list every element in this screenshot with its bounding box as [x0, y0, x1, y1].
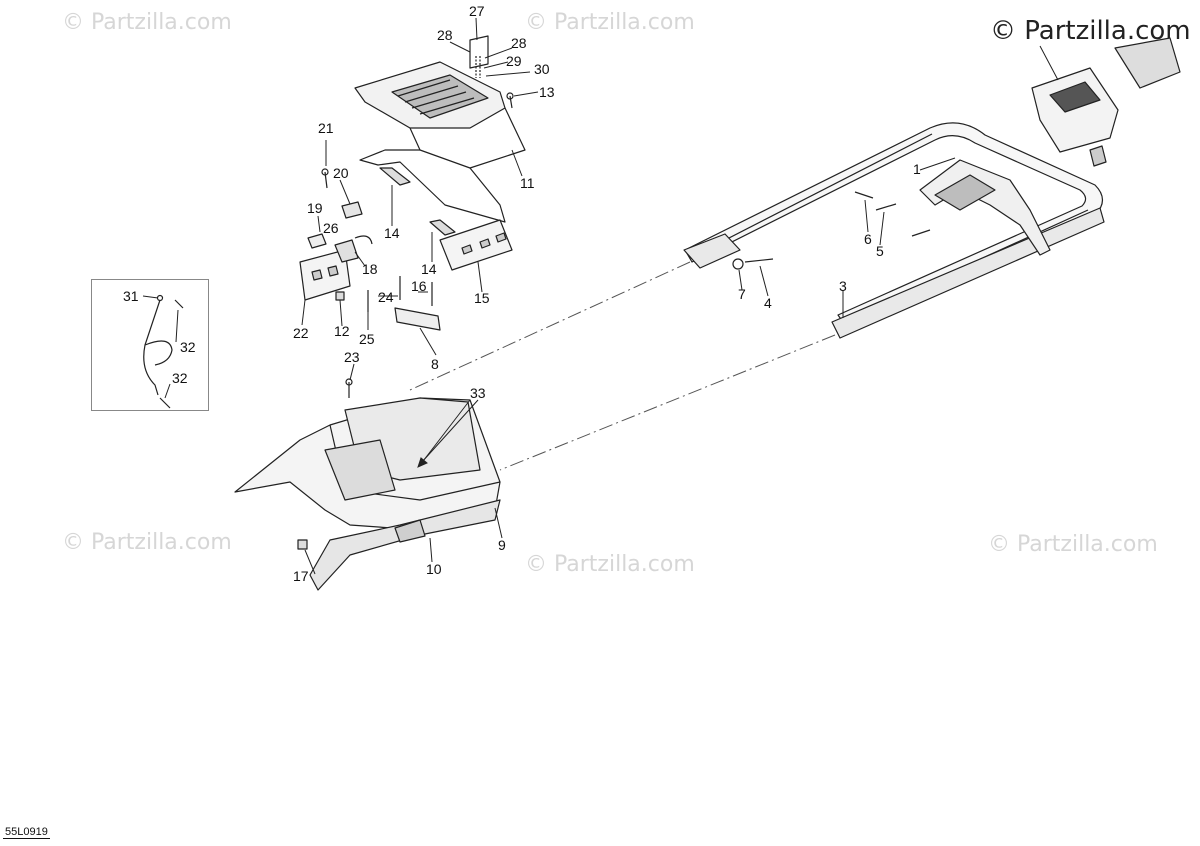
callout-21: 21	[318, 120, 334, 136]
rear-rack-part	[354, 61, 526, 236]
alignment-lines	[409, 261, 836, 471]
watermark: © Partzilla.com	[525, 552, 695, 577]
callout-11: 11	[520, 175, 535, 191]
callout-26: 26	[323, 220, 339, 236]
callout-23: 23	[344, 349, 360, 365]
watermark: © Partzilla.com	[62, 10, 232, 35]
callout-17: 17	[293, 568, 309, 584]
diagram-code: 55L0919	[3, 826, 50, 839]
bracket-part	[439, 219, 513, 271]
callout-arrow-33	[417, 399, 479, 468]
bolts-part	[732, 191, 931, 270]
callout-3: 3	[839, 278, 847, 294]
callout-32a: 32	[180, 339, 196, 355]
callout-leaders	[142, 17, 1059, 575]
callout-28b: 28	[511, 35, 527, 51]
callout-18: 18	[362, 261, 378, 277]
fender-storage-part	[234, 397, 501, 591]
callout-13: 13	[539, 84, 555, 100]
callout-4: 4	[764, 295, 772, 311]
callout-5: 5	[876, 243, 884, 259]
callout-14b: 14	[421, 261, 437, 277]
callout-15: 15	[474, 290, 490, 306]
callout-27: 27	[469, 3, 485, 19]
grab-handle-part	[1031, 37, 1181, 167]
rail-frame-part	[683, 122, 1105, 339]
callout-7: 7	[738, 286, 746, 302]
callout-29: 29	[506, 53, 522, 69]
inset-box	[91, 279, 209, 411]
callout-24: 24	[378, 289, 394, 305]
callout-8: 8	[431, 356, 439, 372]
callout-19: 19	[307, 200, 323, 216]
watermark: © Partzilla.com	[988, 532, 1158, 557]
callout-22: 22	[293, 325, 309, 341]
callout-20: 20	[333, 165, 349, 181]
callout-16: 16	[411, 278, 427, 294]
callout-12: 12	[334, 323, 350, 339]
callout-9: 9	[498, 537, 506, 553]
strip-part	[394, 276, 441, 331]
callout-10: 10	[426, 561, 442, 577]
callout-6: 6	[864, 231, 872, 247]
callout-1: 1	[913, 161, 921, 177]
callout-25: 25	[359, 331, 375, 347]
callout-31: 31	[123, 288, 139, 304]
callout-28a: 28	[437, 27, 453, 43]
hardware-top	[321, 35, 514, 398]
hinge-plate-part	[299, 233, 373, 312]
callout-32b: 32	[172, 370, 188, 386]
callout-30: 30	[534, 61, 550, 77]
callout-33: 33	[470, 385, 486, 401]
watermark: © Partzilla.com	[62, 530, 232, 555]
watermark: © Partzilla.com	[525, 10, 695, 35]
callout-14a: 14	[384, 225, 400, 241]
